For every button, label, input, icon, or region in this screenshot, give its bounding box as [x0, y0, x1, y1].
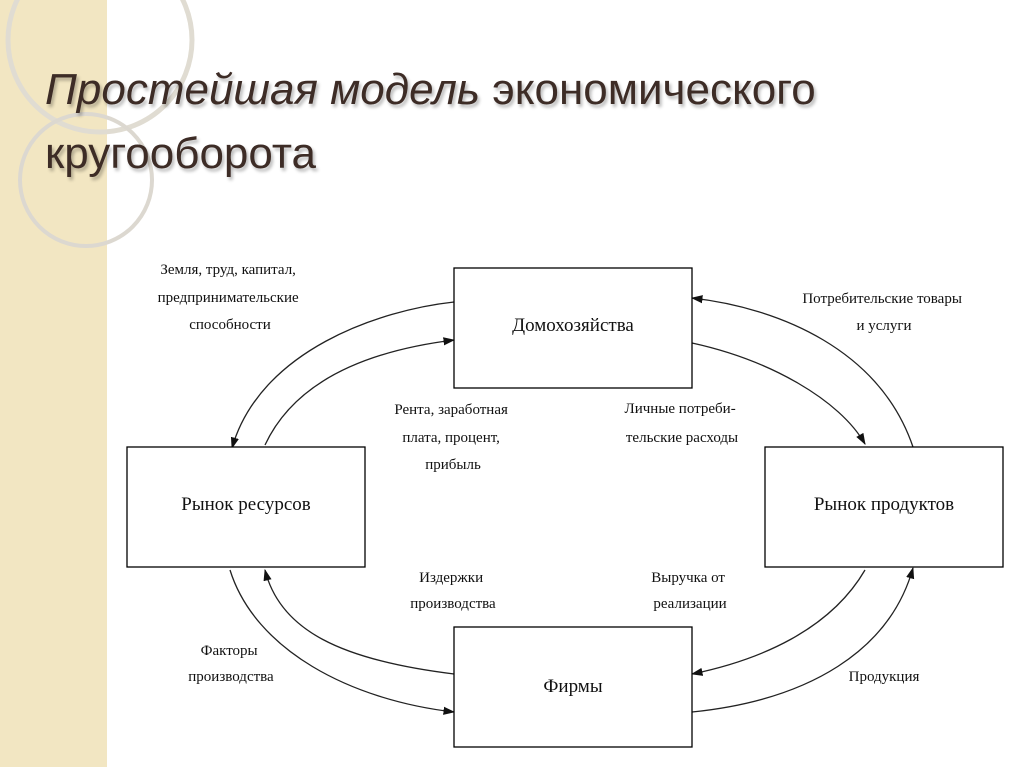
flow-arrow-resource-market-to-households	[264, 337, 456, 446]
node-product-market-label: Рынок продуктов	[814, 494, 954, 515]
slide-title: Простейшая модель экономического кругооб…	[45, 58, 1005, 186]
label-incomes: Рента, заработная плата, процент, прибыл…	[394, 402, 511, 473]
slide-title-rest: экономического	[480, 65, 816, 114]
label-costs-line-1: Издержки	[419, 570, 483, 586]
label-revenue-line-1: Выручка от	[651, 570, 725, 586]
decorative-ring-lower	[18, 112, 154, 248]
label-consumer-spending-line-1: Личные потреби-	[625, 401, 736, 417]
label-revenue-line-2: реализации	[653, 596, 726, 612]
label-incomes-line-2: плата, процент,	[402, 430, 500, 446]
flow-arrow-product-market-to-households	[690, 295, 914, 448]
node-households-box	[453, 267, 693, 389]
label-costs: Издержки производства	[410, 570, 496, 612]
decorative-ring-upper	[5, 0, 195, 135]
slide-title-line2: кругооборота	[45, 129, 317, 178]
node-households: Домохозяйства	[453, 267, 693, 389]
node-firms: Фирмы	[453, 626, 693, 748]
node-resource-market: Рынок ресурсов	[126, 446, 366, 568]
label-output: Продукция	[849, 669, 920, 685]
node-resource-market-box	[126, 446, 366, 568]
label-revenue: Выручка от реализации	[651, 570, 729, 612]
flow-arrow-households-to-product-market	[691, 342, 866, 446]
label-resources-line-1: Земля, труд, капитал,	[160, 262, 296, 278]
flow-arrow-firms-to-product-market	[691, 566, 915, 713]
flow-arrow-resource-market-to-firms	[229, 569, 456, 715]
node-firms-box	[453, 626, 693, 748]
flow-arrow-firms-to-resource-market	[263, 568, 455, 675]
label-consumer-spending-line-2: тельские расходы	[626, 430, 738, 446]
label-costs-line-2: производства	[410, 596, 496, 612]
label-consumer-goods-line-1: Потребительские товары	[802, 291, 962, 307]
label-incomes-line-3: прибыль	[425, 457, 481, 473]
node-firms-label: Фирмы	[543, 676, 602, 697]
node-product-market-box	[764, 446, 1004, 568]
decorative-stripe	[0, 0, 107, 767]
label-resources-line-2: предпринимательские	[158, 290, 299, 306]
node-households-label: Домохозяйства	[512, 315, 634, 336]
flow-arrow-product-market-to-firms	[690, 569, 866, 676]
label-factors-line-1: Факторы	[201, 643, 258, 659]
decorative-rings	[5, 0, 195, 248]
node-resource-market-label: Рынок ресурсов	[181, 494, 311, 515]
node-product-market: Рынок продуктов	[764, 446, 1004, 568]
label-output-line-1: Продукция	[849, 669, 920, 685]
label-consumer-goods: Потребительские товары и услуги	[802, 291, 965, 334]
label-incomes-line-1: Рента, заработная	[394, 402, 508, 418]
label-factors: Факторы производства	[188, 643, 274, 685]
label-factors-line-2: производства	[188, 669, 274, 685]
label-consumer-goods-line-2: и услуги	[856, 318, 911, 334]
label-resources: Земля, труд, капитал, предпринимательски…	[158, 262, 303, 333]
label-consumer-spending: Личные потреби- тельские расходы	[625, 401, 740, 446]
slide-title-italic: Простейшая модель	[45, 65, 481, 114]
label-resources-line-3: способности	[189, 317, 271, 333]
flow-arrow-households-to-resource-market	[230, 301, 455, 450]
